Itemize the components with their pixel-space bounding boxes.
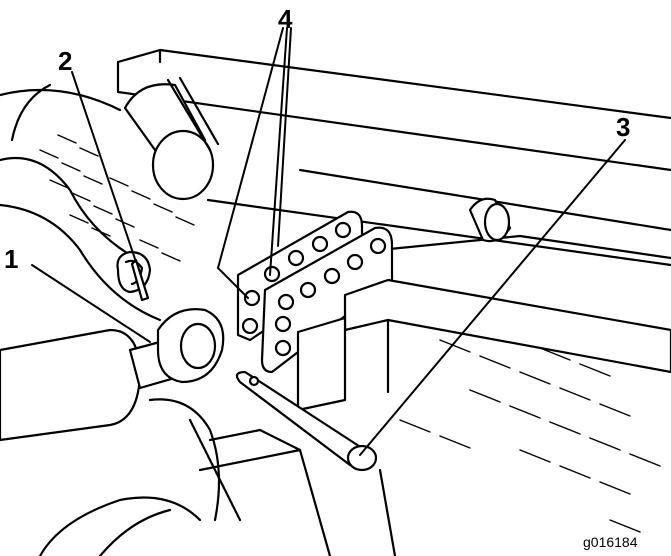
lynch-pin [116,250,152,302]
leader-3 [359,139,626,456]
leader-2 [71,71,137,263]
frame-arm [296,278,671,412]
callout-label-3: 3 [616,112,630,142]
leader-1 [31,264,151,343]
clevis-pin [235,370,378,472]
leader-4b [269,27,288,276]
figure-id: g016184 [583,534,638,550]
leader-4a [216,27,284,299]
lower-base [38,398,397,556]
hydraulic-cylinder [0,308,225,442]
leader-4c [277,27,292,247]
right-bushing [468,197,512,243]
callout-label-1: 1 [4,244,18,274]
callout-label-4: 4 [278,4,293,34]
upper-cylinder [123,76,220,201]
front-bracket-plate [260,226,394,374]
callout-label-2: 2 [58,46,72,76]
callout-leaders [31,27,626,456]
